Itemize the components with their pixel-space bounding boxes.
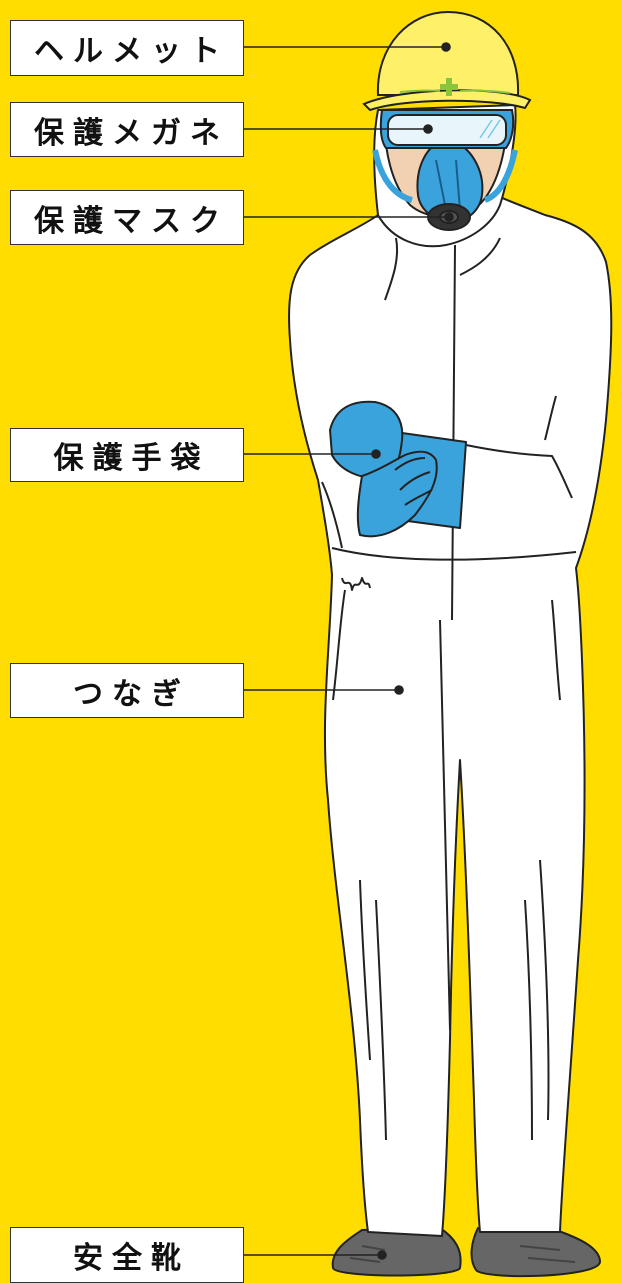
label-helmet: ヘルメット xyxy=(10,20,244,76)
label-gloves-text: 保護手袋 xyxy=(53,441,210,476)
label-suit-text: つなぎ xyxy=(73,676,190,712)
safety-boots xyxy=(331,1226,602,1278)
label-gloves: 保護手袋 xyxy=(10,428,244,482)
protective-gloves xyxy=(329,400,467,538)
label-goggles: 保護メガネ xyxy=(10,102,244,157)
label-mask: 保護マスク xyxy=(10,190,244,245)
label-helmet-text: ヘルメット xyxy=(34,34,229,69)
label-boots-text: 安全靴 xyxy=(73,1241,190,1276)
safety-goggles xyxy=(379,109,515,149)
helmet xyxy=(362,10,532,112)
coverall-suit xyxy=(288,104,613,1237)
label-goggles-text: 保護メガネ xyxy=(34,115,229,151)
label-boots: 安全靴 xyxy=(10,1227,244,1283)
label-mask-text: 保護マスク xyxy=(34,203,229,239)
leader-lines xyxy=(244,42,454,1260)
label-suit: つなぎ xyxy=(10,663,244,718)
